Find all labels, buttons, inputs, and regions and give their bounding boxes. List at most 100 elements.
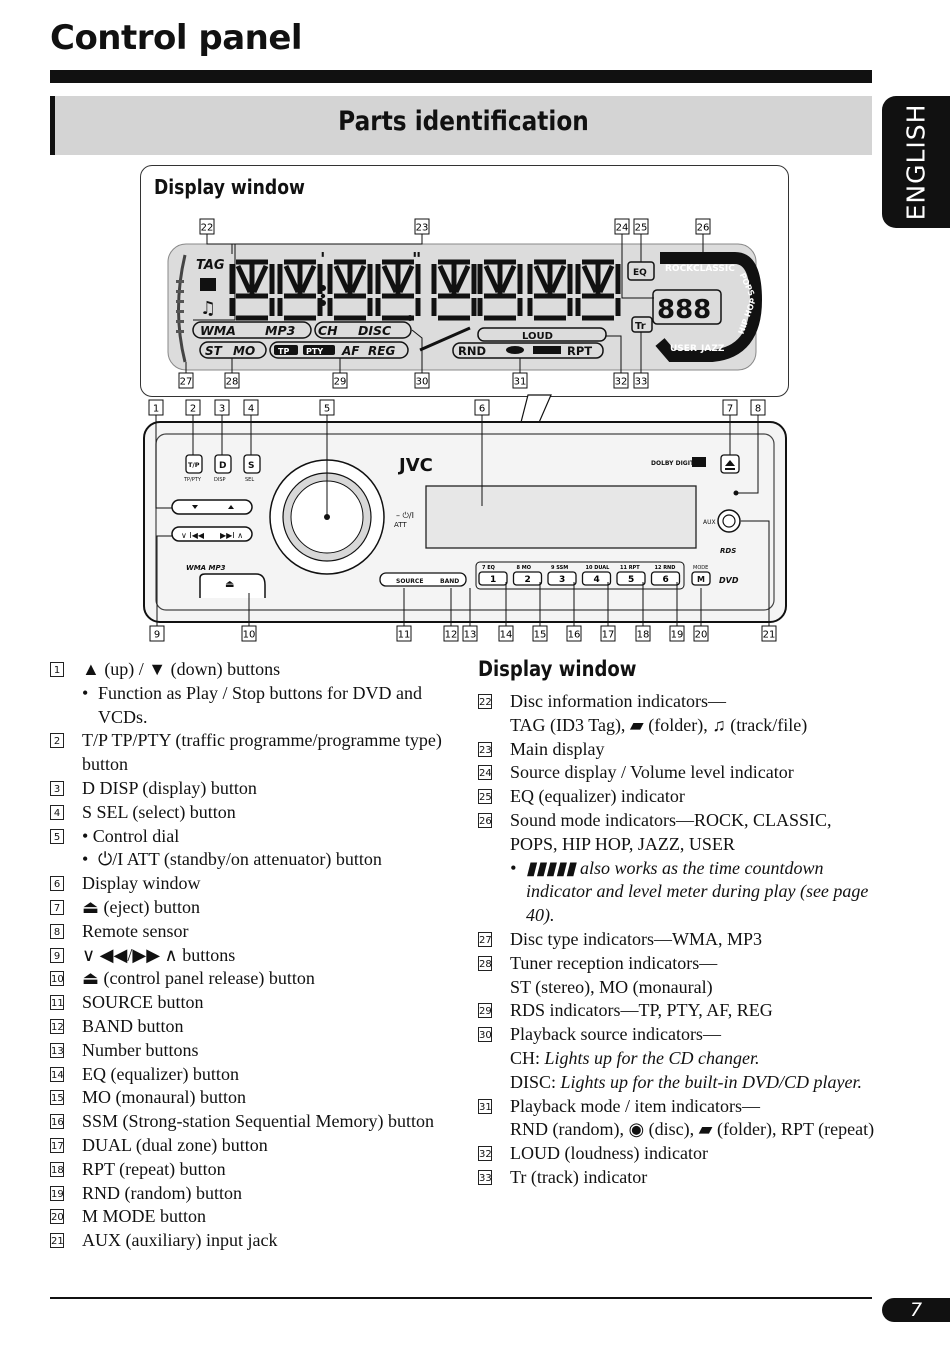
- svg-text:16: 16: [568, 630, 581, 641]
- part-number: 1: [50, 662, 64, 677]
- svg-text:3: 3: [219, 404, 225, 415]
- indicator-number: 22: [478, 694, 492, 709]
- number-button[interactable]: [581, 571, 612, 586]
- part-number: 7: [50, 899, 64, 915]
- number-button[interactable]: [478, 571, 508, 586]
- mode-caption: MODE: [693, 565, 708, 571]
- lcd-jazz: JAZZ: [700, 344, 725, 354]
- svg-text:26: 26: [697, 223, 710, 234]
- part-number: 11: [50, 995, 64, 1011]
- lcd-digit: [477, 259, 523, 321]
- remote-sensor: [733, 490, 739, 496]
- release-button[interactable]: [199, 573, 266, 598]
- svg-text:7: 7: [727, 404, 733, 415]
- indicator-label: Sound mode indicators—ROCK, CLASSIC, POP…: [510, 809, 832, 854]
- svg-text:1: 1: [153, 404, 159, 415]
- callout-15: 15: [532, 625, 548, 642]
- callout-9: 9: [149, 625, 165, 642]
- disp-button[interactable]: D DISP: [214, 454, 232, 483]
- indicator-label: Tuner reception indicators—: [510, 952, 718, 973]
- main-digits: [229, 259, 621, 321]
- svg-text:5: 5: [324, 404, 330, 415]
- lcd-folder-icon: [533, 346, 561, 354]
- dts-logo: [692, 457, 706, 467]
- svg-text:8: 8: [755, 404, 761, 415]
- lcd-pty: PTY: [306, 347, 323, 356]
- indicator-detail: DISC: Lights up for the built-in DVD/CD …: [510, 1071, 863, 1092]
- number-button-label: 2: [525, 575, 531, 585]
- part-label: RND (random) button: [82, 1182, 242, 1203]
- source-digits: 888: [657, 295, 711, 325]
- indicator-detail: RND (random), ◉ (disc), ▰ (folder), RPT …: [510, 1119, 875, 1140]
- indicator-label: Playback source indicators—: [510, 1024, 721, 1045]
- number-button[interactable]: [650, 571, 681, 586]
- aux-jack[interactable]: [717, 509, 741, 533]
- svg-text:TP/PTY: TP/PTY: [183, 477, 202, 483]
- part-item-7: 7⏏ (eject) button: [50, 896, 460, 920]
- band-button[interactable]: BAND: [440, 578, 459, 585]
- svg-text:14: 14: [500, 630, 513, 641]
- part-label: ∨ ◀◀/▶▶ ∧ buttons: [82, 944, 236, 965]
- svg-text:28: 28: [226, 377, 239, 388]
- eject-button[interactable]: [720, 454, 740, 474]
- callout-12: 12: [443, 625, 459, 642]
- sel-button[interactable]: S SEL: [243, 454, 261, 483]
- part-label: Remote sensor: [82, 920, 189, 941]
- part-number: 12: [50, 1018, 64, 1034]
- lcd-digit: [527, 259, 573, 321]
- number-button-caption: 9 SSM: [551, 565, 568, 571]
- indicator-number: 31: [478, 1098, 492, 1114]
- mode-button[interactable]: [691, 571, 711, 586]
- tp-button[interactable]: T/P TP/PTY: [183, 454, 203, 483]
- lcd-mp3: MP3: [265, 323, 295, 338]
- indicator-number: 28: [478, 955, 492, 971]
- section-title: Parts identification: [338, 106, 589, 137]
- indicator-detail: TAG (ID3 Tag), ▰ (folder), ♫ (track/file…: [510, 714, 808, 735]
- number-button-caption: 10 DUAL: [586, 565, 611, 571]
- part-number: 9: [50, 947, 64, 963]
- svg-text:18: 18: [637, 630, 650, 641]
- indicator-number: 29: [478, 1003, 492, 1019]
- source-button[interactable]: SOURCE: [396, 578, 423, 585]
- number-button-caption: 12 RND: [655, 565, 676, 571]
- callout-29: 29: [332, 372, 348, 389]
- callout-27: 27: [178, 372, 194, 389]
- mode-label: M: [697, 575, 705, 584]
- callout-26: 26: [695, 218, 711, 235]
- number-button[interactable]: [547, 571, 577, 586]
- callout-23: 23: [414, 218, 430, 235]
- callout-7: 7: [722, 399, 738, 416]
- svg-text:T/P: T/P: [188, 461, 200, 469]
- indicator-label: Source display / Volume level indicator: [510, 762, 794, 783]
- callout-5: 5: [319, 399, 335, 416]
- indicator-number: 27: [478, 931, 492, 947]
- callout-4: 4: [243, 399, 259, 416]
- lcd-rock: ROCK: [665, 264, 694, 274]
- part-label: T/P TP/PTY (traffic programme/programme …: [82, 730, 442, 775]
- svg-text:2: 2: [190, 404, 196, 415]
- svg-text:33: 33: [635, 377, 648, 388]
- svg-text:4: 4: [248, 404, 254, 415]
- number-button[interactable]: [616, 571, 646, 586]
- skip-buttons[interactable]: [171, 526, 253, 542]
- callout-18: 18: [635, 625, 651, 642]
- callout-1: 1: [148, 399, 164, 416]
- section-band: Parts identification: [50, 96, 872, 155]
- up-down-buttons[interactable]: [171, 499, 253, 515]
- number-button[interactable]: [512, 571, 543, 586]
- part-label: MO (monaural) button: [82, 1087, 246, 1108]
- aux-label: AUX: [703, 519, 716, 526]
- callout-24: 24: [614, 218, 630, 235]
